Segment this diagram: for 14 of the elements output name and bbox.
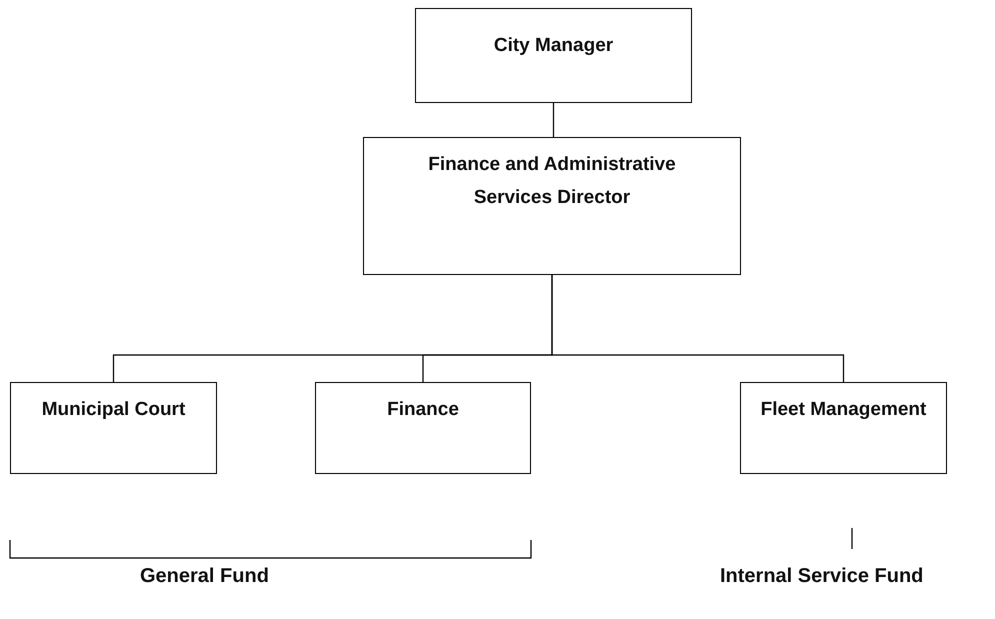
box-title: City Manager [492,34,614,58]
box-title: Finance [386,398,460,422]
org-box [363,137,741,275]
fund-label: General Fund [140,565,269,588]
org-box [10,382,217,474]
org-box [740,382,947,474]
fund-label: Internal Service Fund [720,565,924,588]
connector-line [552,103,554,137]
box-title: Finance and Administrative Services Director [427,153,677,210]
org-box [415,8,692,103]
org-box [315,382,531,474]
connector-line [551,275,844,382]
box-title: Municipal Court [40,398,186,422]
box-title: Fleet Management [760,398,928,422]
